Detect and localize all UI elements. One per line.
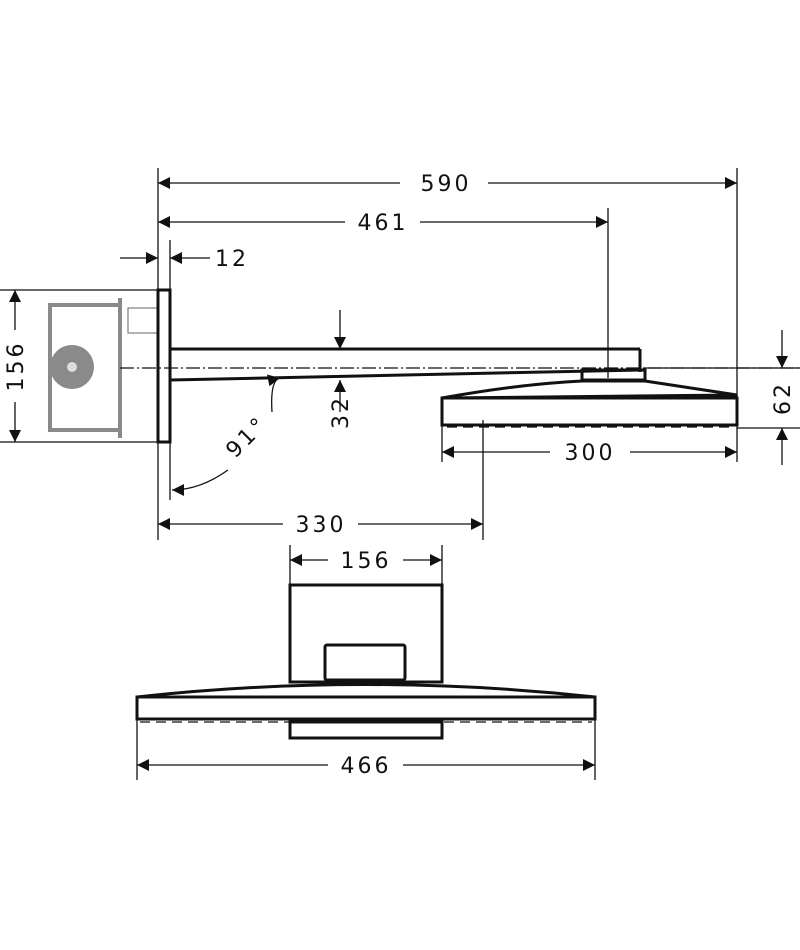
dim-angle-91: 91°	[222, 412, 274, 464]
dim-300: 300	[565, 441, 616, 466]
side-view-shower	[120, 288, 800, 444]
dim-330: 330	[296, 513, 347, 538]
dimension-lines	[9, 177, 788, 771]
top-view-shower	[135, 583, 597, 740]
dim-32: 32	[329, 395, 354, 429]
dim-62: 62	[771, 381, 796, 415]
extension-lines	[0, 168, 800, 780]
in-wall-box	[48, 298, 159, 438]
dim-461: 461	[358, 211, 409, 236]
dim-466: 466	[341, 754, 392, 779]
dim-156-height: 156	[4, 341, 29, 392]
dim-12: 12	[215, 247, 249, 272]
dim-156-width: 156	[341, 549, 392, 574]
dim-590: 590	[421, 172, 472, 197]
